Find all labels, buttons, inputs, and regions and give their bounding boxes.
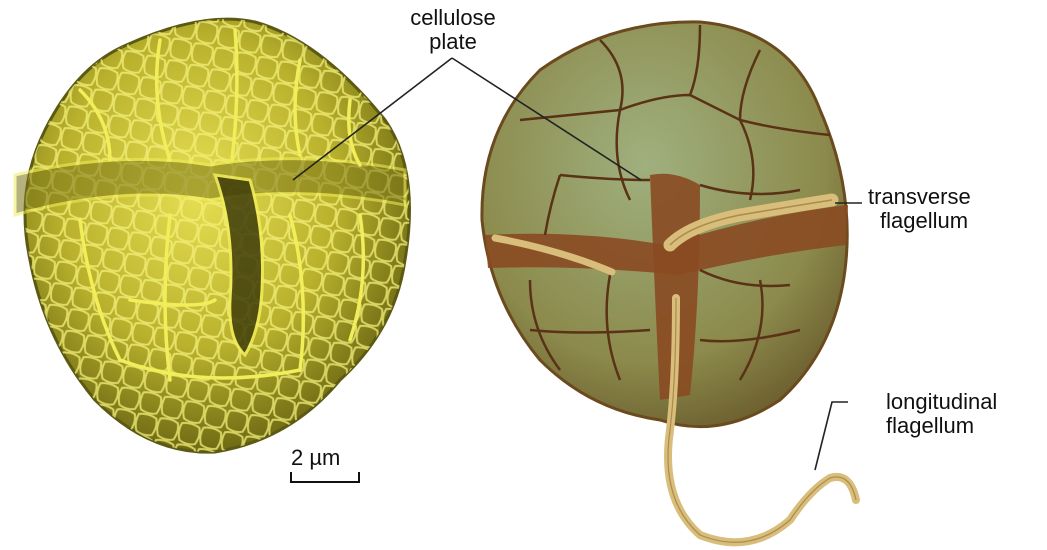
cellulose-plate-line-2: plate [393, 30, 513, 54]
transverse-flagellum-line-1: transverse [868, 185, 971, 209]
cellulose-plate-line-1: cellulose [393, 6, 513, 30]
leader-longitudinal-flagellum [815, 402, 848, 470]
dinoflagellate-illustration [482, 22, 856, 542]
scale-bar-label: 2 µm [291, 446, 340, 470]
scale-bar [291, 472, 359, 482]
longitudinal-flagellum-line-1: longitudinal [886, 390, 997, 414]
longitudinal-flagellum-line-2: flagellum [886, 414, 997, 438]
transverse-flagellum-line-2: flagellum [868, 209, 971, 233]
transverse-flagellum-label: transverse flagellum [868, 185, 971, 233]
longitudinal-flagellum-label: longitudinal flagellum [886, 390, 997, 438]
sem-micrograph [15, 19, 410, 452]
cellulose-plate-label: cellulose plate [393, 6, 513, 54]
